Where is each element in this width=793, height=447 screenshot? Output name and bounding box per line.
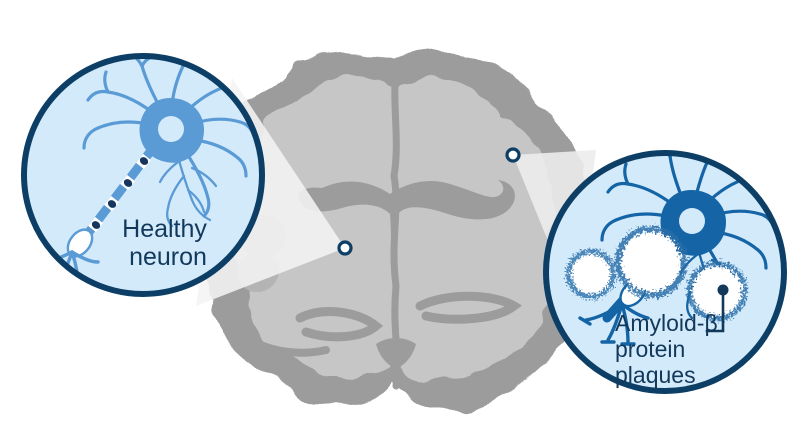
healthy-circle-border bbox=[21, 53, 265, 297]
healthy-neuron-nucleus bbox=[158, 116, 184, 142]
amyloid-plaque-large bbox=[615, 226, 687, 298]
healthy-neuron-soma bbox=[139, 98, 204, 163]
brain-temporal-sulcus bbox=[246, 336, 330, 357]
healthy-neuron-callout[interactable]: Healthy neuron bbox=[21, 52, 265, 297]
diseased-neuron-nucleus bbox=[679, 208, 705, 234]
brain-lower-sulcus-left bbox=[295, 307, 384, 342]
brain-brainstem-notch bbox=[376, 338, 416, 368]
amyloid-leader-line bbox=[705, 284, 729, 333]
callout-marker-right[interactable] bbox=[505, 147, 521, 163]
healthy-neuron-label: Healthy neuron bbox=[122, 215, 214, 271]
amyloid-plaque-small-left bbox=[566, 249, 616, 299]
callout-marker-left[interactable] bbox=[337, 240, 353, 256]
amyloid-plaques-label: Amyloid-β protein plaques bbox=[615, 310, 724, 388]
healthy-nodes-of-ranvier bbox=[91, 157, 149, 229]
diseased-terminal-feet bbox=[578, 316, 636, 346]
amyloid-plaques-callout[interactable]: Amyloid-β protein plaques bbox=[543, 142, 787, 394]
healthy-axon bbox=[66, 147, 155, 258]
diseased-circle-border bbox=[543, 150, 787, 394]
diseased-axon-terminals bbox=[584, 302, 650, 344]
amyloid-plaque-right bbox=[687, 261, 747, 321]
brain-lower-sulcus-right bbox=[415, 291, 522, 324]
healthy-axon-collaterals bbox=[158, 146, 218, 228]
diseased-neuron-drawing bbox=[566, 153, 776, 346]
brain-corpus-callosum bbox=[298, 180, 515, 284]
